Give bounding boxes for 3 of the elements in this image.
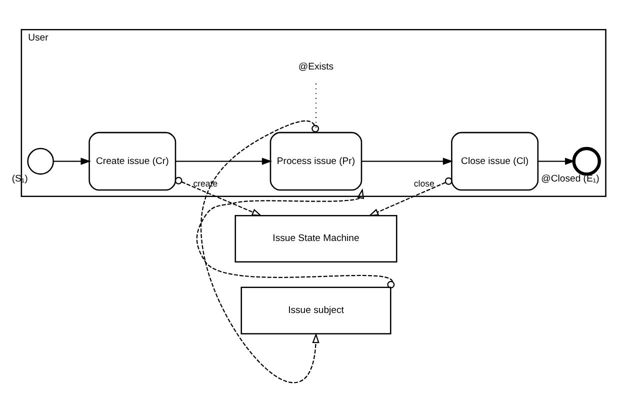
edge-label: create [193, 178, 218, 188]
node-text: @Exists [298, 61, 334, 72]
edge-label: close [414, 178, 434, 188]
